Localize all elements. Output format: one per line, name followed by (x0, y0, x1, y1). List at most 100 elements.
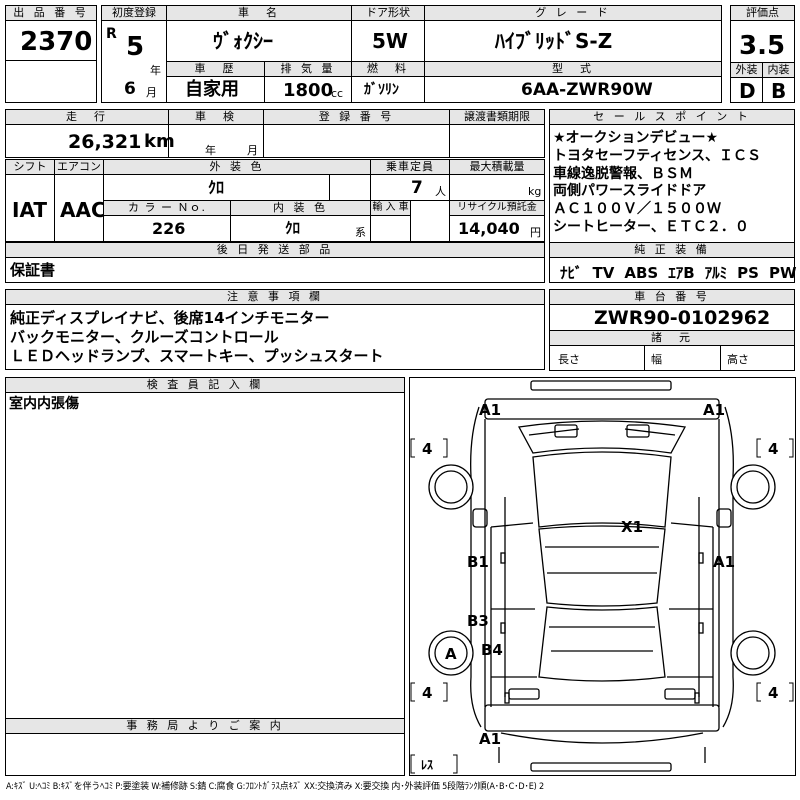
import-extra-box (410, 200, 450, 242)
mark-right-front-door: A1 (713, 553, 735, 571)
displacement: 1800 (283, 80, 334, 101)
grade-box: ﾊｲﾌﾞﾘｯﾄﾞS-Z (424, 20, 722, 62)
recycle-label: リサイクル預託金 (449, 200, 545, 216)
later-parts-box: 保証書 (5, 257, 545, 283)
recycle-unit: 円 (530, 226, 541, 239)
exterior-grade: D (739, 79, 756, 103)
spec-width-label: 幅 (651, 353, 662, 366)
equipment-item: ﾅﾋﾞ (560, 264, 583, 282)
damage-diagram: A1 A1 4 4 4 4 X1 B1 A1 B3 A B4 A1 ﾚｽ (409, 377, 796, 776)
model-box: 6AA-ZWR90W (424, 76, 722, 103)
later-parts-label: 後 日 発 送 部 品 (5, 242, 545, 258)
lot-blank-box (5, 60, 97, 103)
mark-tire-fr: 4 (768, 440, 778, 458)
inspection-month-unit: 月 (247, 144, 258, 157)
recycle-box: 14,040 円 (449, 215, 545, 242)
chassis-number: ZWR90-0102962 (594, 307, 771, 329)
aircon-label: エアコン (54, 159, 104, 175)
capacity-unit: 人 (435, 185, 446, 198)
equipment-label: 純 正 装 備 (549, 242, 795, 258)
inspector-note: 室内内張傷 (9, 396, 79, 412)
month-unit: 月 (146, 86, 157, 99)
interior-grade: B (771, 79, 787, 103)
model-label: 型 式 (424, 61, 722, 77)
diagram-frame (409, 377, 796, 776)
era: R (106, 26, 117, 42)
spec-length-box: 長さ (549, 345, 645, 371)
interior-grade-label: 内装 (762, 62, 795, 78)
inspection-box: 年 月 (168, 124, 264, 158)
color-number-label: カ ラ ー Ｎｏ. (103, 200, 231, 216)
exterior-grade-label: 外装 (730, 62, 763, 78)
aircon-box: AAC (54, 174, 106, 242)
first-registration-box: R 5 年 6 月 (101, 20, 167, 103)
int-color-unit: 系 (355, 226, 366, 239)
first-reg-year: 5 (126, 32, 145, 62)
chassis-box: ZWR90-0102962 (549, 304, 795, 331)
mark-rear-note: ﾚｽ (421, 758, 433, 772)
color-number-box: 226 (103, 215, 231, 242)
mark-rear: A1 (479, 730, 501, 748)
mark-tire-rl: 4 (422, 684, 432, 702)
door-type-label: ドア形状 (351, 5, 425, 21)
spec-width-box: 幅 (644, 345, 721, 371)
note-line: 純正ディスプレイナビ、後席14インチモニター (10, 309, 330, 327)
inspection-label: 車 検 (168, 109, 264, 125)
shift-box: IAT (5, 174, 55, 242)
ext-color-box: ｸﾛ (103, 174, 330, 201)
displacement-box: 1800 cc (264, 76, 352, 103)
note-line: ＬＥＤヘッドランプ、スマートキー、プッシュスタート (10, 347, 384, 365)
reg-number-box (263, 124, 450, 158)
mark-left-front-door: B1 (467, 553, 489, 571)
ext-color: ｸﾛ (208, 178, 225, 197)
grade: ﾊｲﾌﾞﾘｯﾄﾞS-Z (495, 29, 613, 53)
car-name-box: ｳﾞｫｸｼｰ (166, 20, 352, 62)
inspector-label: 検 査 員 記 入 欄 (5, 377, 405, 393)
grade-label: グ レ ー ド (424, 5, 722, 21)
office-label: 事 務 局 よ り ご 案 内 (5, 718, 405, 734)
fuel-label: 燃 料 (351, 61, 425, 77)
mileage: 26,321 (68, 131, 142, 153)
int-color-label: 内 装 色 (230, 200, 371, 216)
year-unit: 年 (150, 64, 161, 77)
later-parts: 保証書 (10, 261, 56, 279)
office-box (5, 733, 405, 776)
legend: A:ｷｽﾞ U:ﾍｺﾐ B:ｷｽﾞを伴うﾍｺﾐ P:要塗装 W:補修跡 S:錆 … (6, 782, 544, 792)
inspector-box: 室内内張傷 (5, 392, 405, 719)
ext-color-extra-box (329, 174, 371, 201)
int-color-box: ｸﾛ 系 (230, 215, 371, 242)
lot-number-label: 出 品 番 号 (5, 5, 97, 21)
mark-left-rear-panel: B4 (481, 641, 503, 659)
aircon: AAC (60, 198, 106, 222)
sales-point-line: ★オークションデビュー★ (553, 130, 719, 146)
max-load-label: 最大積載量 (449, 159, 545, 175)
transfer-deadline-label: 譲渡書類期限 (449, 109, 545, 125)
spec-length-label: 長さ (558, 353, 580, 366)
equipment-item: PS (737, 264, 759, 282)
history-box: 自家用 (166, 76, 265, 103)
recycle-fee: 14,040 (458, 219, 520, 238)
equipment-item: TV (592, 264, 615, 282)
ext-color-label: 外 装 色 (103, 159, 371, 175)
mark-tire-fl: 4 (422, 440, 432, 458)
mark-left-rear-wheel: A (445, 645, 457, 663)
car-outline (470, 380, 734, 772)
chassis-label: 車 台 番 号 (549, 289, 795, 305)
mark-tire-rr: 4 (768, 684, 778, 702)
import-box (370, 215, 411, 242)
mileage-label: 走 行 (5, 109, 169, 125)
equipment-item: ｴｱB (668, 264, 695, 282)
notes-label: 注 意 事 項 欄 (5, 289, 545, 305)
color-number: 226 (152, 219, 186, 238)
mileage-unit: km (144, 131, 175, 152)
spec-height-label: 高さ (727, 353, 749, 366)
int-color: ｸﾛ (285, 219, 301, 237)
shift-label: シフト (5, 159, 55, 175)
sales-point-line: ＡＣ１００Ｖ／１５００Ｗ (553, 201, 721, 218)
capacity: 7 (411, 178, 423, 198)
score-label: 評価点 (730, 5, 795, 21)
equipment-item: ｱﾙﾐ (704, 264, 728, 282)
import-label: 輸 入 車 (370, 200, 411, 216)
